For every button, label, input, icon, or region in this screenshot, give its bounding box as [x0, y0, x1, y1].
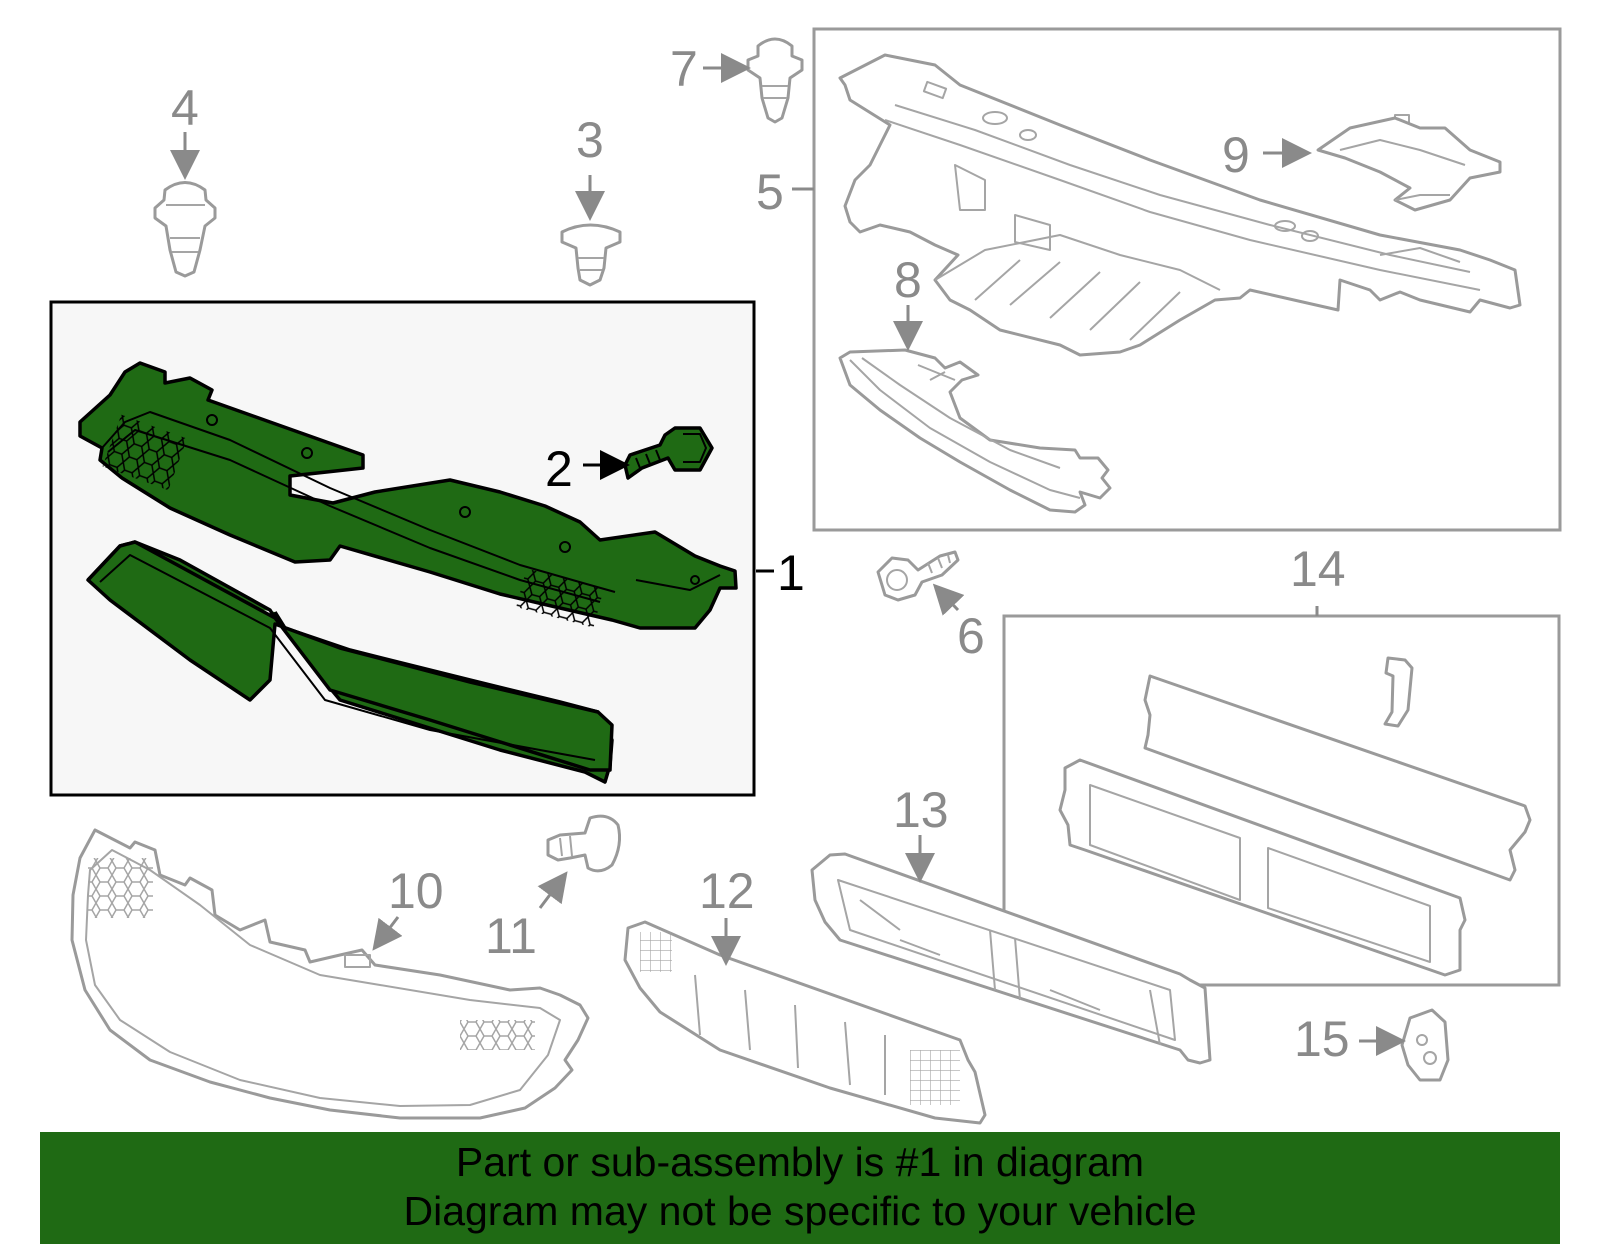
part-2-bolt[interactable]: [623, 426, 714, 480]
part-8-baffle[interactable]: [838, 348, 1112, 514]
callout-1: 1: [777, 545, 805, 601]
assembly-14-box: [1002, 614, 1561, 987]
part-11-screw[interactable]: [546, 814, 621, 873]
callout-12: 12: [699, 863, 755, 919]
part-3-push-pin[interactable]: [560, 223, 622, 287]
part-6-bolt[interactable]: [876, 550, 960, 602]
part-7-clip[interactable]: [746, 37, 804, 124]
part-9-bracket[interactable]: [1316, 116, 1502, 212]
callout-9: 9: [1222, 127, 1250, 183]
callout-11: 11: [485, 908, 537, 964]
part-4-clip[interactable]: [153, 181, 217, 278]
callout-4: 4: [171, 80, 199, 136]
part-12-lower-grille[interactable]: [623, 920, 987, 1125]
callout-2: 2: [545, 441, 573, 497]
callout-3: 3: [576, 112, 604, 168]
part-14-shutter-panel[interactable]: [1058, 656, 1532, 977]
info-banner: Part or sub-assembly is #1 in diagram Di…: [40, 1132, 1560, 1244]
part-15-clip[interactable]: [1400, 1008, 1450, 1082]
part-13-support-bracket[interactable]: [810, 852, 1212, 1065]
part-10-upper-grille[interactable]: [70, 828, 590, 1120]
banner-line-2: Diagram may not be specific to your vehi…: [403, 1188, 1197, 1234]
callout-13: 13: [893, 782, 949, 838]
callout-5: 5: [756, 164, 784, 220]
callout-8: 8: [894, 252, 922, 308]
callout-15: 15: [1294, 1011, 1350, 1067]
part-1-upper-grille-support[interactable]: [78, 361, 738, 630]
assembly-5-box: [812, 27, 1562, 532]
banner-line-1: Part or sub-assembly is #1 in diagram: [455, 1139, 1145, 1185]
callout-7: 7: [670, 41, 698, 97]
callout-10: 10: [388, 863, 444, 919]
part-5-radiator-support[interactable]: [838, 53, 1522, 357]
callout-14: 14: [1290, 541, 1346, 597]
part-1-lower-trim-strip[interactable]: [86, 540, 614, 784]
callout-6: 6: [957, 608, 985, 664]
